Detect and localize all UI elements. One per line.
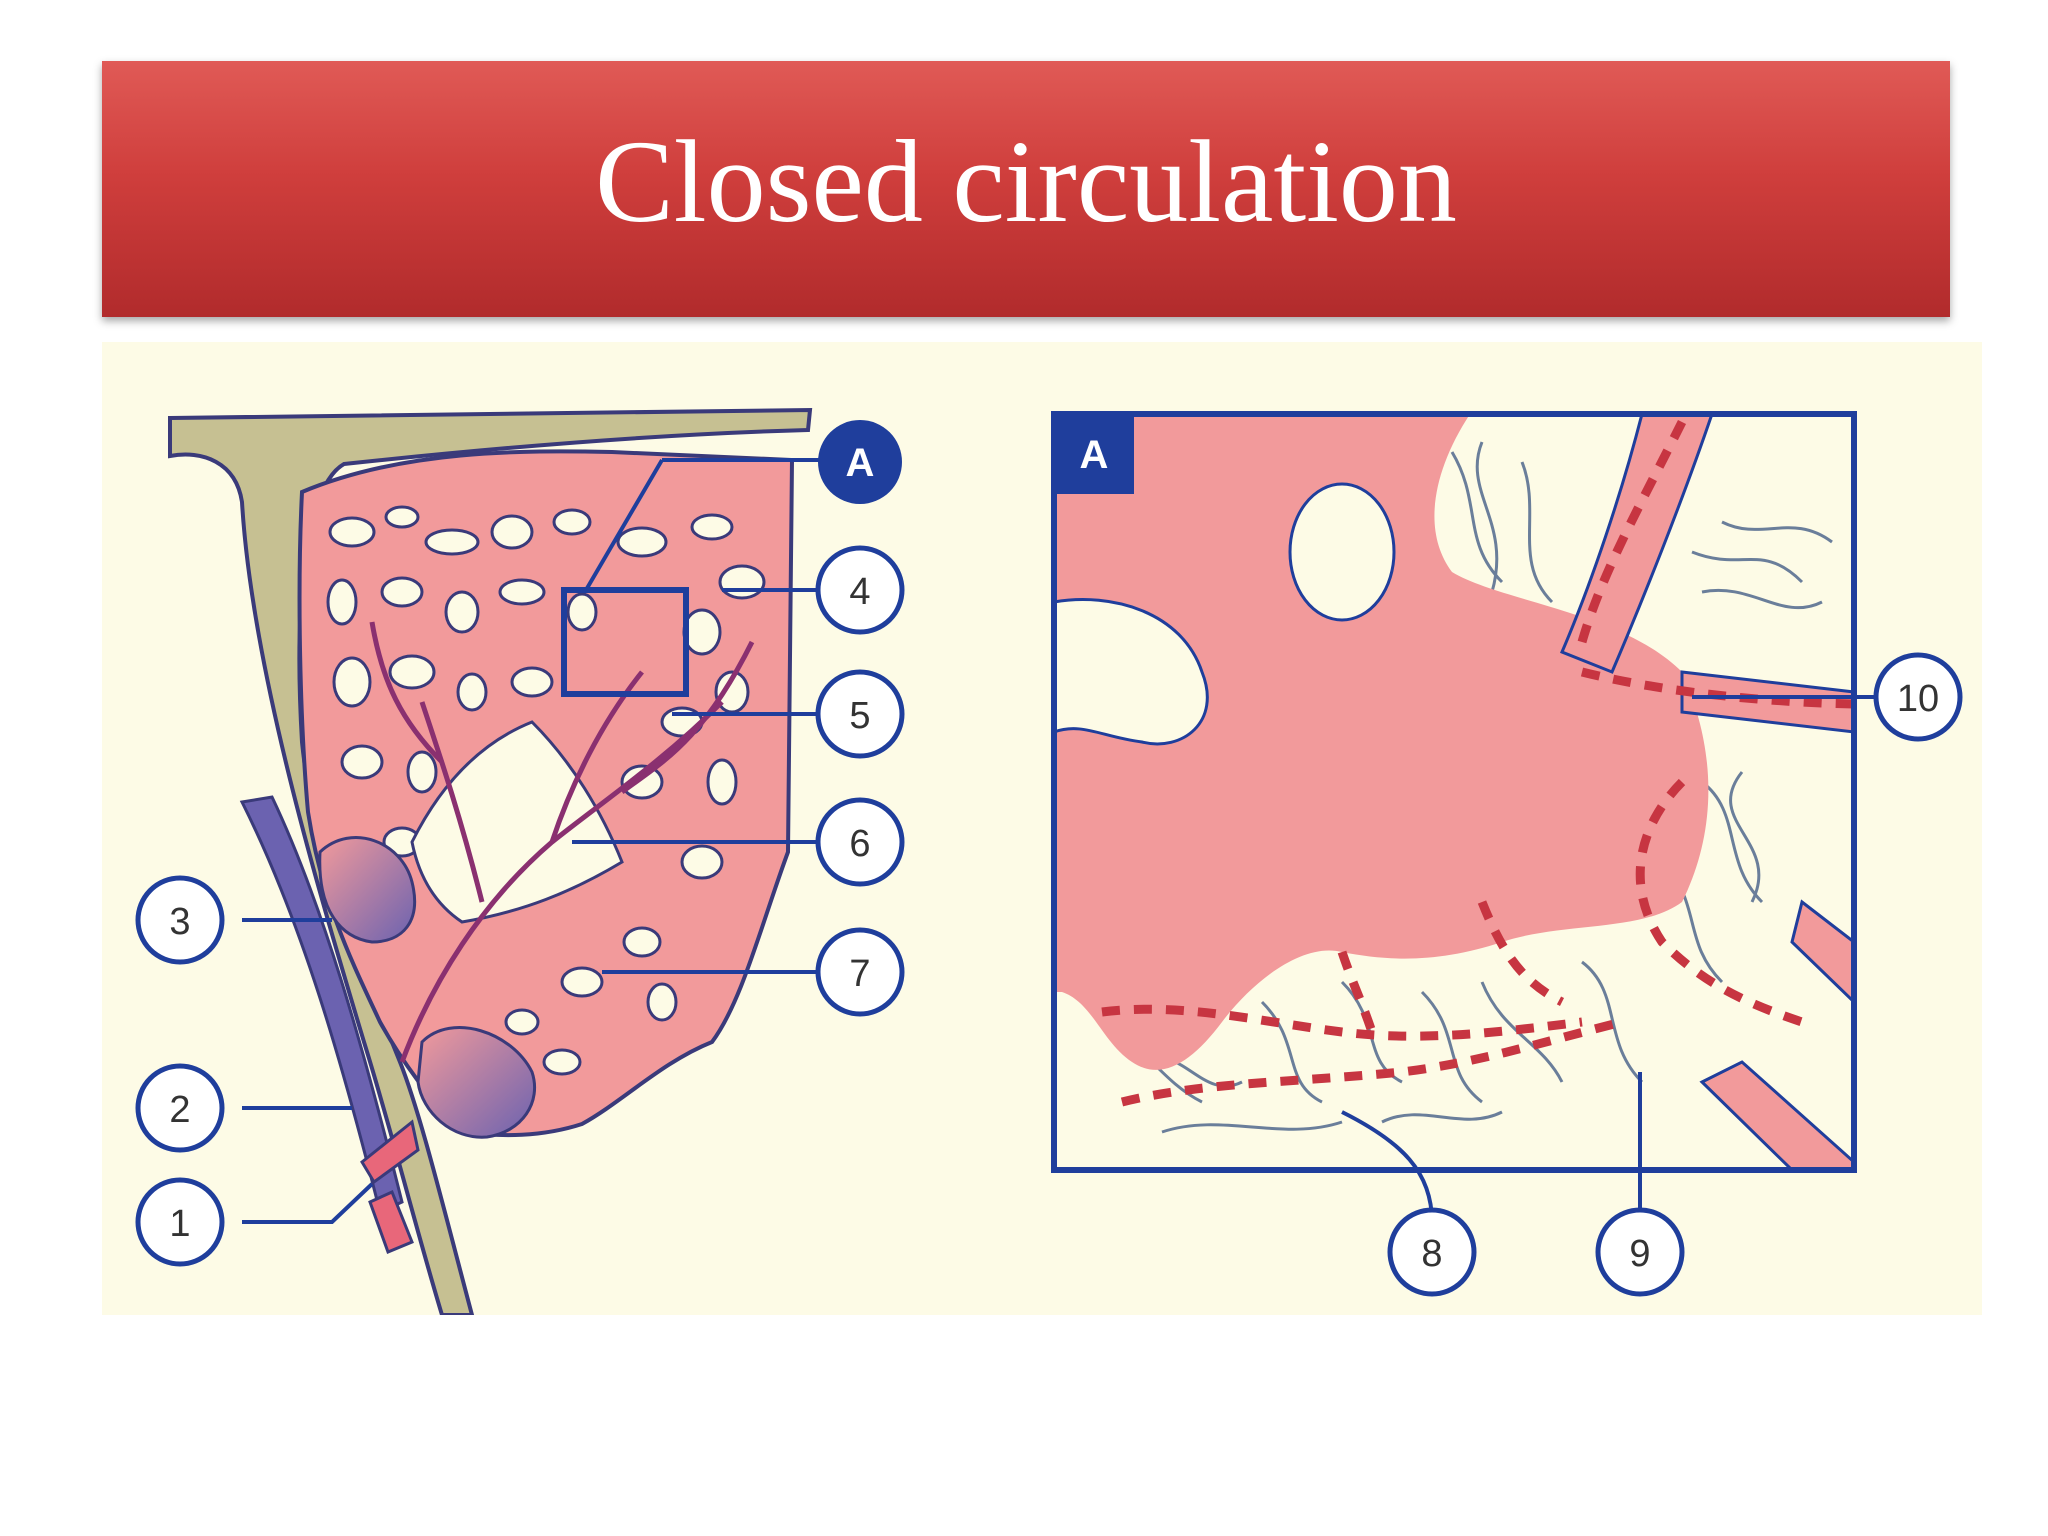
- svg-text:7: 7: [849, 953, 870, 995]
- artery-in-stalk: [368, 1189, 414, 1254]
- inset-pulp-space-1: [1052, 598, 1209, 746]
- inset-vessel-upper: [1560, 412, 1715, 674]
- svg-text:8: 8: [1421, 1233, 1442, 1275]
- svg-text:9: 9: [1629, 1233, 1650, 1275]
- svg-text:1: 1: [169, 1203, 190, 1245]
- arterioles: [369, 621, 755, 1063]
- svg-text:10: 10: [1897, 678, 1939, 720]
- overview-letter: A: [846, 441, 875, 485]
- white-pulp-area: [410, 720, 624, 924]
- label-1: 1: [135, 1177, 225, 1267]
- vein-vessel: [239, 795, 404, 1215]
- label-8: 8: [1387, 1207, 1477, 1297]
- label-6: 6: [815, 797, 905, 887]
- venous-cluster-lower: [416, 1026, 537, 1139]
- label-7: 7: [815, 927, 905, 1017]
- label-5: 5: [815, 669, 905, 759]
- inset-pulp-space-2: [1288, 482, 1396, 622]
- overview-illustration: [168, 407, 813, 1317]
- label-10: 10: [1873, 652, 1963, 742]
- right-leaders: [1341, 695, 1878, 1223]
- label-4: 4: [815, 545, 905, 635]
- svg-text:3: 3: [169, 901, 190, 943]
- inset-indicator-box: [561, 587, 689, 697]
- inset-border: [1051, 411, 1857, 1173]
- svg-text:6: 6: [849, 823, 870, 865]
- title-bar: Closed circulation: [102, 61, 1950, 317]
- label-2: 2: [135, 1063, 225, 1153]
- inset-badge: [1054, 414, 1134, 494]
- slide-title: Closed circulation: [595, 116, 1457, 247]
- inset-letter: A: [1080, 433, 1109, 477]
- capillary-dashes: [1101, 419, 1855, 1107]
- diagram-svg: A 4 5 6 7 3 2 1: [102, 342, 1982, 1317]
- svg-text:5: 5: [849, 695, 870, 737]
- spleen-diagram-figure: A 4 5 6 7 3 2 1: [102, 342, 1982, 1317]
- label-9: 9: [1595, 1207, 1685, 1297]
- venous-cluster-upper: [318, 836, 417, 944]
- inset-panel: A: [1051, 411, 1857, 1173]
- overview-badge: [818, 420, 902, 504]
- artery-vessel: [360, 1119, 420, 1185]
- label-3: 3: [135, 875, 225, 965]
- inset-red-pulp: [1054, 414, 1709, 1070]
- svg-text:2: 2: [169, 1089, 190, 1131]
- capsule: [168, 407, 813, 1317]
- left-leaders: [242, 588, 822, 1224]
- svg-text:4: 4: [849, 571, 870, 613]
